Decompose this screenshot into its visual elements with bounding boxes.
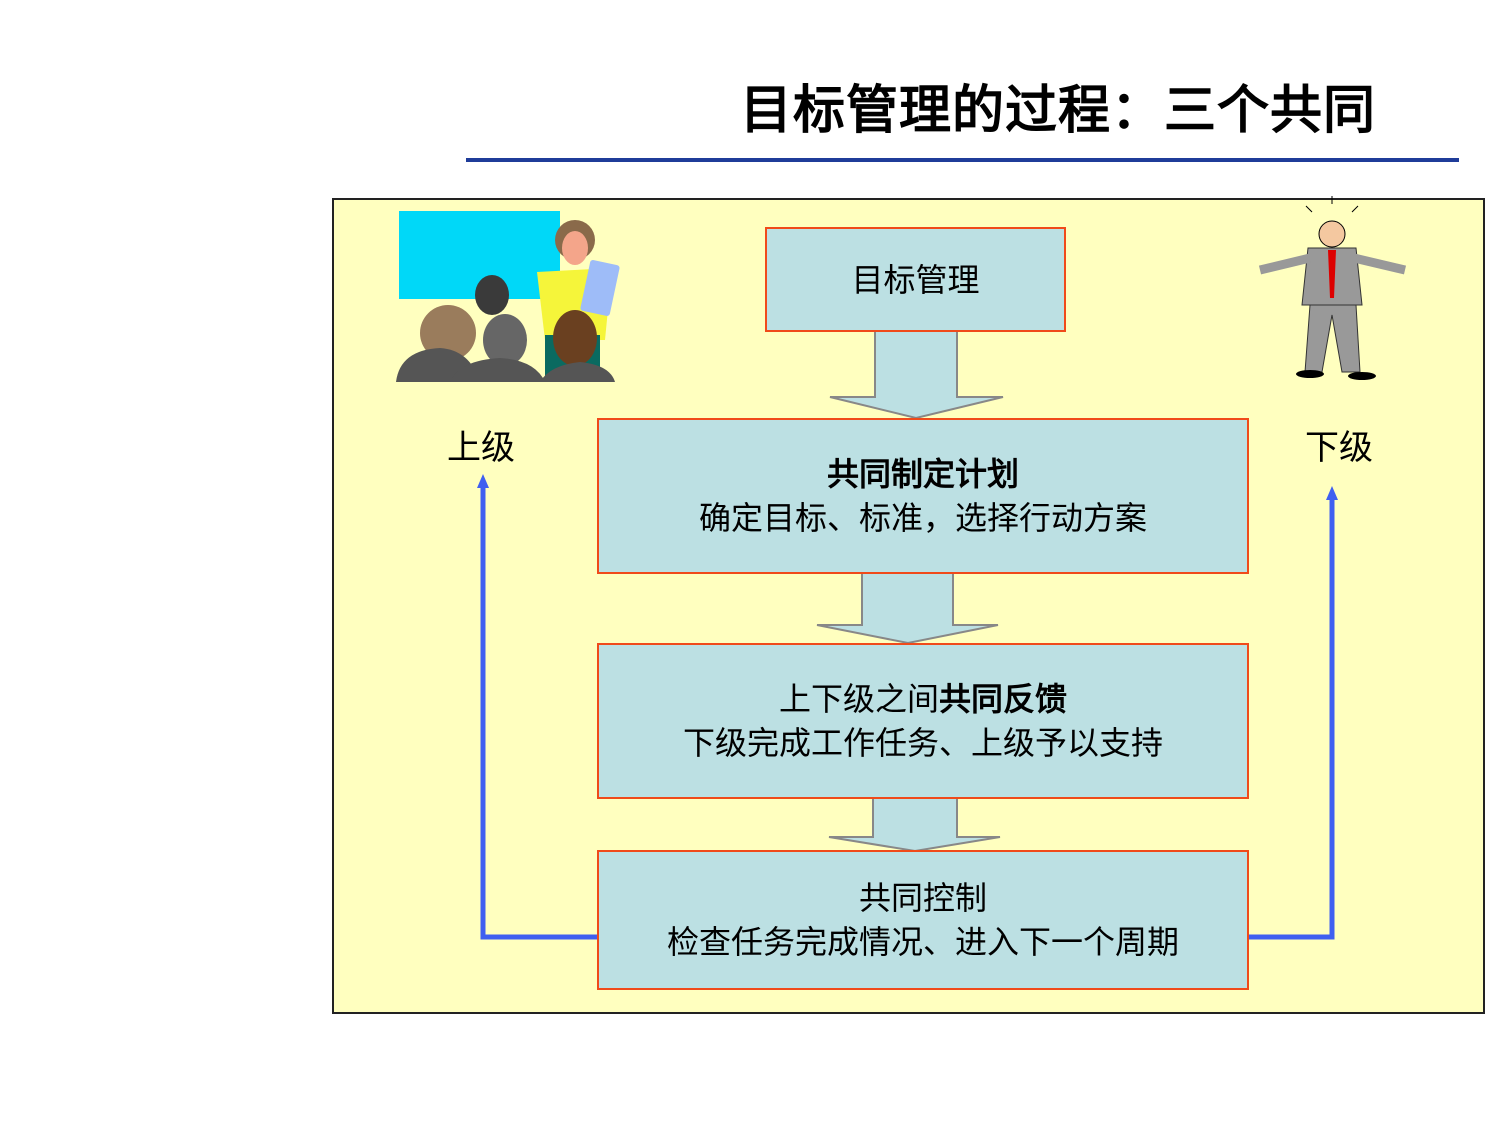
down-arrow-3 — [828, 797, 1001, 853]
box-joint-planning: 共同制定计划 确定目标、标准，选择行动方案 — [597, 418, 1249, 574]
loop-arrowhead-right — [1326, 486, 1338, 500]
superior-label: 上级 — [447, 428, 515, 468]
loop-arrow-right — [1249, 498, 1335, 940]
down-arrow-1 — [829, 330, 1004, 420]
box-goal-management-text: 目标管理 — [851, 260, 980, 299]
loop-arrowhead-left — [477, 474, 489, 488]
confused-man-clipart-icon — [1258, 196, 1407, 380]
joint-feedback-prefix: 上下级之间 — [778, 680, 939, 718]
box-joint-control: 共同控制 检查任务完成情况、进入下一个周期 — [597, 850, 1249, 990]
slide-title: 目标管理的过程：三个共同 — [740, 81, 1377, 141]
box-joint-feedback: 上下级之间共同反馈 下级完成工作任务、上级予以支持 — [597, 643, 1249, 799]
meeting-clipart-icon — [396, 211, 620, 382]
joint-control-heading: 共同控制 — [858, 879, 987, 917]
joint-feedback-heading: 共同反馈 — [939, 680, 1068, 718]
down-arrow-2 — [816, 572, 999, 645]
joint-control-detail: 检查任务完成情况、进入下一个周期 — [666, 923, 1179, 961]
subordinate-label: 下级 — [1305, 428, 1373, 468]
box-goal-management: 目标管理 — [765, 227, 1066, 332]
joint-planning-heading: 共同制定计划 — [826, 455, 1019, 493]
joint-feedback-detail: 下级完成工作任务、上级予以支持 — [682, 724, 1163, 762]
joint-planning-detail: 确定目标、标准，选择行动方案 — [698, 499, 1147, 537]
title-underline — [466, 158, 1459, 162]
loop-arrow-left — [480, 486, 598, 940]
